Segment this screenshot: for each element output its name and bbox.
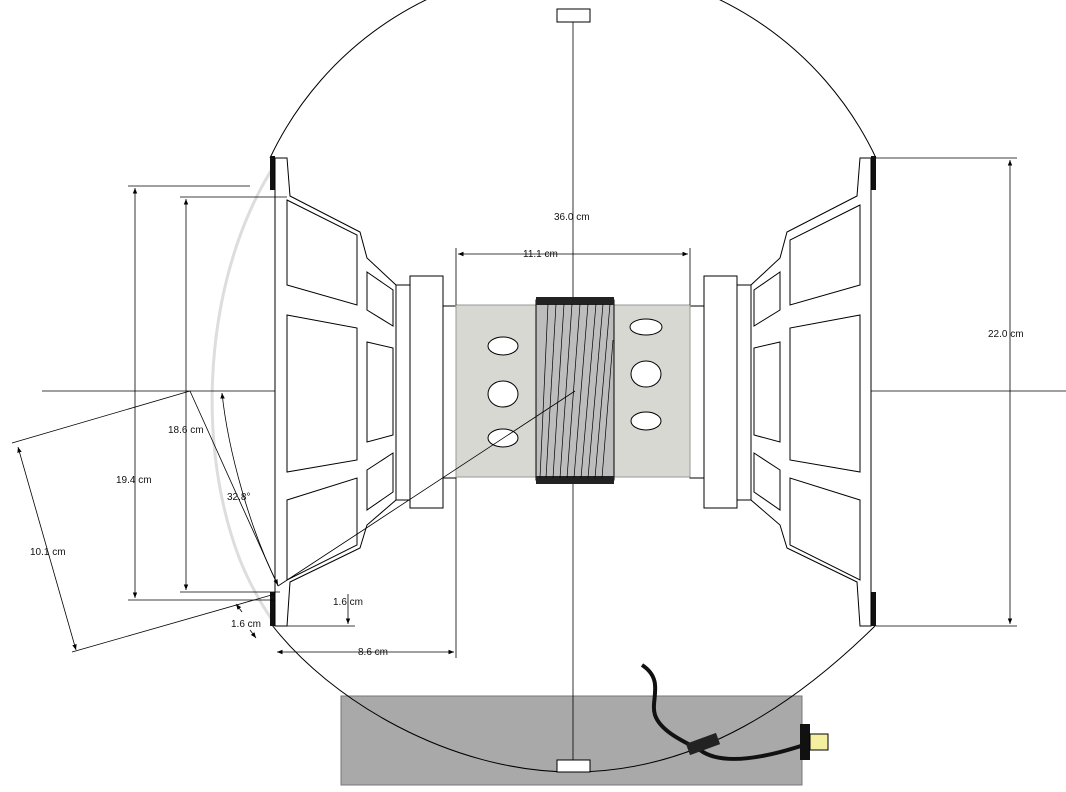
label-height-inner: 18.6 cm bbox=[168, 425, 204, 436]
power-cable bbox=[640, 663, 811, 761]
label-gap-left: 1.6 cm bbox=[231, 619, 261, 630]
outer-sphere-arc-top bbox=[269, 0, 877, 159]
label-angle: 32.8° bbox=[227, 492, 250, 503]
swing-ghost-arc bbox=[210, 159, 280, 621]
clamp-right-bottom bbox=[871, 592, 876, 626]
hub-hole bbox=[487, 336, 519, 356]
label-height-right: 22.0 cm bbox=[988, 329, 1024, 340]
label-diameter: 36.0 cm bbox=[554, 212, 590, 223]
right-wheel bbox=[689, 157, 872, 627]
top-clip bbox=[556, 8, 591, 23]
label-inner-width: 11.1 cm bbox=[523, 249, 558, 260]
label-slant-length: 10.1 cm bbox=[30, 547, 66, 558]
label-height-outer: 19.4 cm bbox=[116, 475, 152, 486]
label-gap-right: 1.6 cm bbox=[333, 597, 363, 608]
connector-plug bbox=[809, 733, 829, 751]
hub-hole bbox=[630, 411, 662, 431]
label-wheel-offset: 8.6 cm bbox=[358, 647, 388, 658]
connector-flange bbox=[800, 724, 810, 760]
left-wheel bbox=[274, 157, 457, 627]
dimension-lines bbox=[11, 157, 1017, 658]
hub-hole bbox=[487, 380, 519, 408]
bottom-clip bbox=[556, 759, 591, 773]
clamp-left-bottom bbox=[270, 592, 275, 626]
clamp-left-top bbox=[270, 156, 275, 190]
motor-coil bbox=[535, 297, 615, 484]
hub-hole bbox=[629, 318, 663, 336]
hub-hole bbox=[630, 360, 662, 388]
cable-strain-relief bbox=[685, 732, 721, 756]
clamp-right-top bbox=[871, 156, 876, 190]
